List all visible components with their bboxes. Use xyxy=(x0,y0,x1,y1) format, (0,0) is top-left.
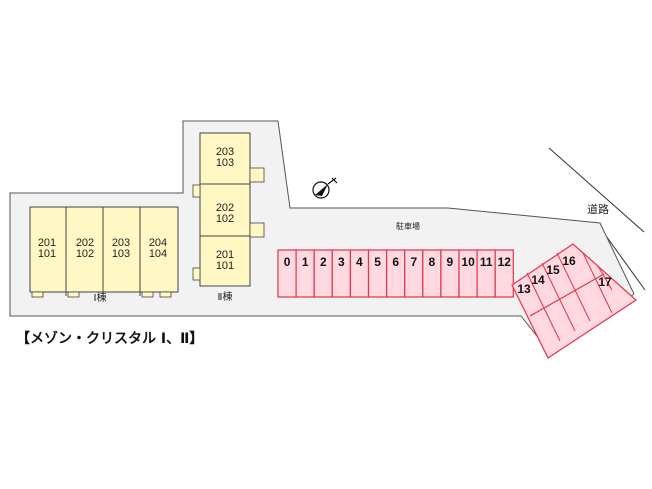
b2-unit-1-lower: 103 xyxy=(216,157,234,169)
parking-stall-14: 14 xyxy=(531,273,545,287)
b1-unit-2-upper: 202 xyxy=(76,237,94,249)
parking-stall-9: 9 xyxy=(447,255,454,269)
parking-stall-2: 2 xyxy=(320,255,327,269)
parking-stall-16: 16 xyxy=(562,254,576,268)
parking-stall-box xyxy=(494,249,514,298)
b1-unit-2-lower: 102 xyxy=(76,248,94,260)
property-caption: 【メゾン・クリスタル Ⅰ、Ⅱ】 xyxy=(16,331,204,347)
road-label: 道路 xyxy=(587,202,609,216)
building-1-outline xyxy=(29,206,179,293)
parking-stall-4: 4 xyxy=(356,255,363,269)
parking-stall-8: 8 xyxy=(429,255,436,269)
b2-unit-3-lower: 101 xyxy=(216,260,234,272)
parking-stall-0: 0 xyxy=(284,255,291,269)
parking-stall-3: 3 xyxy=(338,255,345,269)
b2-unit-2-lower: 102 xyxy=(216,213,234,225)
b2-unit-1-upper: 203 xyxy=(216,146,234,158)
b2-unit-2-upper: 202 xyxy=(216,202,234,214)
b1-unit-4-upper: 204 xyxy=(149,237,167,249)
b1-unit-4-lower: 104 xyxy=(149,248,167,260)
parking-stall-1: 1 xyxy=(302,255,309,269)
parking-stall-11: 11 xyxy=(480,255,493,269)
b1-unit-1-lower: 101 xyxy=(38,248,56,260)
parking-label: 駐車場 xyxy=(396,221,420,231)
building-2: 203 103 202 102 201 101 xyxy=(192,132,265,287)
parking-stall-6: 6 xyxy=(392,255,399,269)
parking-stall-5: 5 xyxy=(374,255,381,269)
building-1: 201 101 202 102 203 103 204 104 xyxy=(29,206,179,298)
parking-stall-13: 13 xyxy=(517,282,531,296)
parking-angled: 13 14 15 16 17 xyxy=(511,243,637,359)
b1-unit-3-lower: 103 xyxy=(112,248,130,260)
parking-stall-17: 17 xyxy=(598,275,612,289)
building-1-label: Ⅰ棟 xyxy=(94,291,107,304)
road-edge-upper xyxy=(548,147,645,233)
building-2-outline xyxy=(199,132,251,287)
building-2-label: Ⅱ棟 xyxy=(218,290,233,303)
b2-unit-3-upper: 201 xyxy=(216,249,234,261)
b1-unit-3-upper: 203 xyxy=(112,237,130,249)
north-arrow-icon xyxy=(312,177,338,199)
parking-stall-15: 15 xyxy=(546,263,560,277)
parking-stall-10: 10 xyxy=(461,255,475,269)
parking-stall-7: 7 xyxy=(410,255,417,269)
b1-unit-1-upper: 201 xyxy=(38,237,56,249)
parking-stall-12: 12 xyxy=(498,255,512,269)
